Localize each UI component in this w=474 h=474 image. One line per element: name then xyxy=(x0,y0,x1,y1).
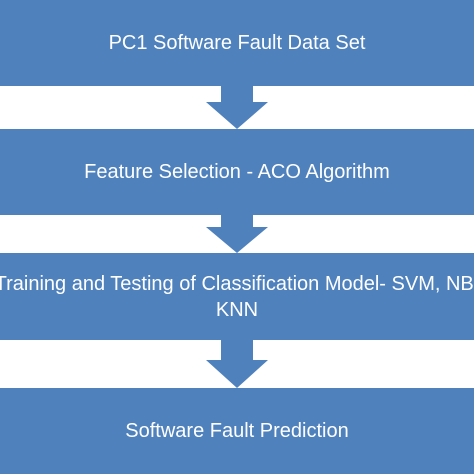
step-box-data-set: PC1 Software Fault Data Set xyxy=(0,0,474,86)
step-label-prediction: Software Fault Prediction xyxy=(125,420,349,442)
step-label-classification-line2: KNN xyxy=(215,298,259,321)
down-arrow-icon xyxy=(206,340,268,388)
down-arrow-icon xyxy=(206,86,268,129)
step-label-feature-selection: Feature Selection - ACO Algorithm xyxy=(84,161,390,183)
arrow-shape xyxy=(206,215,268,253)
step-box-classification: Training and Testing of Classification M… xyxy=(0,253,474,340)
down-arrow-icon xyxy=(206,215,268,253)
arrow-shape xyxy=(206,340,268,388)
step-box-prediction: Software Fault Prediction xyxy=(0,388,474,474)
step-label-data-set: PC1 Software Fault Data Set xyxy=(108,32,366,54)
step-box-feature-selection: Feature Selection - ACO Algorithm xyxy=(0,129,474,215)
step-label-classification-line1: Training and Testing of Classification M… xyxy=(0,272,474,295)
arrow-shape xyxy=(206,86,268,129)
